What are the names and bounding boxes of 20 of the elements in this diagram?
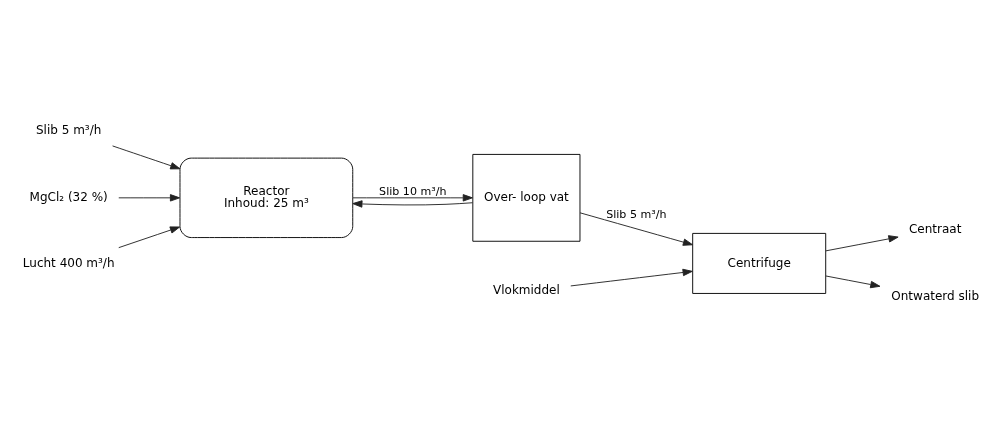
- arrow: [579, 212, 694, 246]
- node-text: Lucht 400 m³/h: [22, 256, 115, 271]
- arrow: [118, 194, 181, 202]
- node-box: Over- loop vat: [472, 153, 581, 242]
- node-box: Reactor Inhoud: 25 m³: [179, 157, 354, 238]
- node-text: Vlokmiddel: [493, 283, 560, 298]
- edge-label: Slib 10 m³/h: [379, 184, 447, 198]
- arrow: [825, 235, 899, 252]
- node-text: Slib 5 m³/h: [36, 123, 102, 138]
- arrow: [112, 145, 181, 170]
- arrow: [352, 200, 473, 208]
- node-text: Ontwaterd slib: [891, 288, 980, 303]
- arrow: [118, 226, 181, 249]
- node-text: MgCl₂ (32 %): [29, 189, 108, 204]
- arrow: [825, 275, 881, 289]
- arrow: [352, 194, 473, 202]
- edge-label: Slib 5 m³/h: [606, 207, 667, 221]
- node-box: Centrifuge: [692, 232, 827, 294]
- node-text: Centraat: [908, 222, 962, 237]
- arrow: [570, 268, 693, 287]
